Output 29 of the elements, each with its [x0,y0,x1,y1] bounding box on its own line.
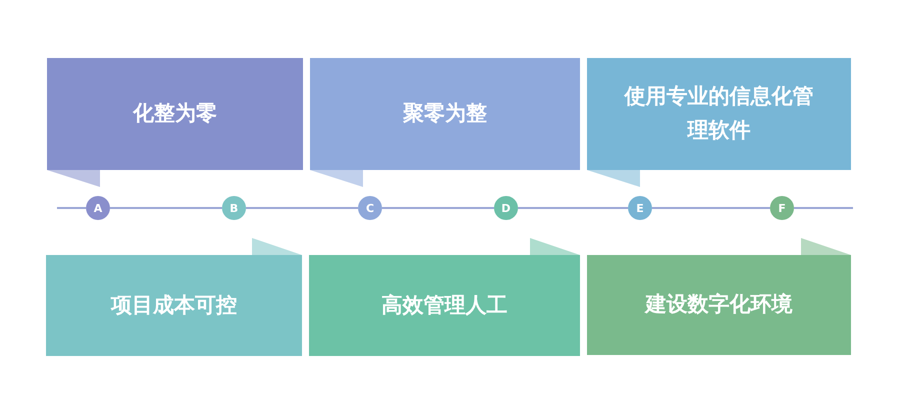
timeline-marker [494,196,518,220]
text-card [587,58,851,170]
card-title: 建设数字化环境 [646,291,792,318]
card-title: 化整为零 [133,100,217,128]
timeline-marker [86,196,110,220]
card-title: 项目成本可控 [111,292,237,319]
timeline-line [110,207,222,209]
card-title: 使用专业的信息化管理软件 [623,83,814,144]
marker-letter: E [636,202,644,214]
text-card [309,255,580,356]
timeline-marker [628,196,652,220]
timeline-line [382,207,494,209]
text-card [46,255,302,356]
card-title: 高效管理人工 [382,292,508,319]
marker-letter: B [230,202,238,214]
timeline-marker [358,196,382,220]
timeline-line [652,207,770,209]
marker-letter: D [501,202,511,214]
marker-letter: A [94,202,102,214]
timeline-line [246,207,358,209]
marker-letter: C [366,202,374,214]
timeline-line [518,207,628,209]
text-card [47,58,303,170]
timeline-marker [770,196,794,220]
card-title: 聚零为整 [403,100,487,128]
text-card [587,255,851,355]
timeline-marker [222,196,246,220]
text-card [310,58,580,170]
marker-letter: F [778,202,786,214]
